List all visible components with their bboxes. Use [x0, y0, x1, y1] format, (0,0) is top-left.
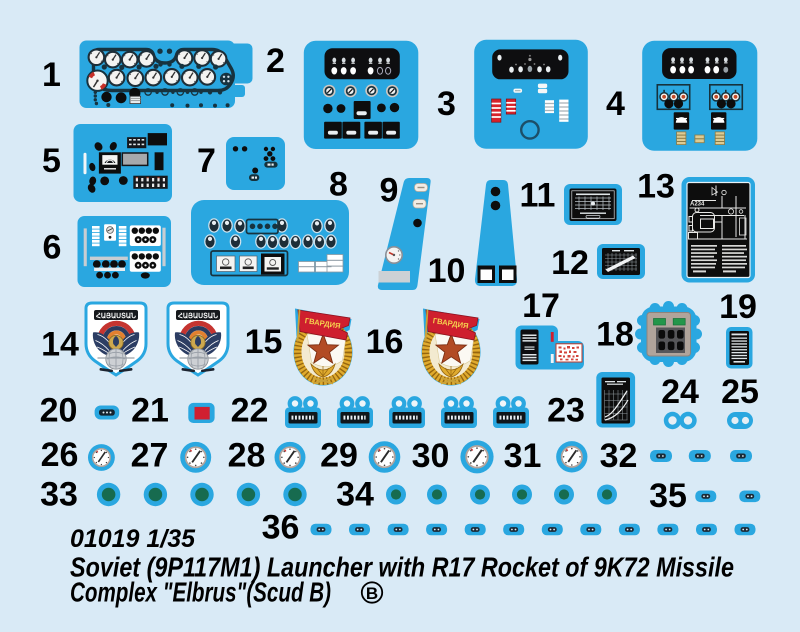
- svg-text:A234: A234: [690, 202, 705, 208]
- svg-text:22: 22: [231, 392, 269, 430]
- svg-text:Complex "Elbrus"(Scud B): Complex "Elbrus"(Scud B): [70, 577, 331, 608]
- svg-text:36: 36: [262, 509, 300, 547]
- svg-text:14: 14: [41, 326, 79, 364]
- svg-text:20: 20: [40, 392, 78, 430]
- svg-text:33: 33: [40, 476, 78, 514]
- svg-text:8: 8: [329, 166, 348, 204]
- svg-text:4: 4: [606, 85, 625, 123]
- svg-text:25: 25: [721, 373, 759, 411]
- svg-text:2: 2: [266, 42, 285, 80]
- svg-text:21: 21: [131, 392, 169, 430]
- svg-text:6: 6: [43, 229, 62, 267]
- svg-text:01019 1/35: 01019 1/35: [70, 525, 196, 553]
- svg-text:28: 28: [228, 437, 266, 475]
- svg-text:19: 19: [719, 288, 757, 326]
- svg-text:10: 10: [428, 252, 466, 290]
- svg-text:23: 23: [547, 392, 585, 430]
- svg-text:16: 16: [366, 323, 404, 361]
- svg-text:7: 7: [197, 142, 216, 180]
- svg-text:3: 3: [437, 85, 456, 123]
- svg-text:18: 18: [596, 316, 634, 354]
- svg-text:15: 15: [245, 323, 283, 361]
- svg-text:35: 35: [649, 477, 687, 515]
- svg-text:9: 9: [380, 172, 399, 210]
- svg-text:B: B: [366, 584, 378, 603]
- svg-text:30: 30: [412, 437, 450, 475]
- svg-text:26: 26: [41, 436, 79, 474]
- svg-text:24: 24: [661, 373, 699, 411]
- svg-text:34: 34: [336, 476, 374, 514]
- svg-text:29: 29: [320, 437, 358, 475]
- svg-text:ՀԱՅԱՍՏԱՆ: ՀԱՅԱՍՏԱՆ: [96, 312, 136, 320]
- svg-text:32: 32: [600, 437, 638, 475]
- svg-text:11: 11: [520, 177, 556, 215]
- svg-text:17: 17: [522, 287, 560, 325]
- svg-text:27: 27: [131, 437, 169, 475]
- svg-text:1: 1: [42, 56, 61, 94]
- svg-text:5: 5: [42, 142, 61, 180]
- svg-text:12: 12: [551, 244, 589, 282]
- svg-text:Soviet (9P117M1) Launcher with: Soviet (9P117M1) Launcher with R17 Rocke…: [70, 552, 734, 583]
- svg-text:31: 31: [504, 437, 542, 475]
- svg-text:13: 13: [637, 168, 675, 206]
